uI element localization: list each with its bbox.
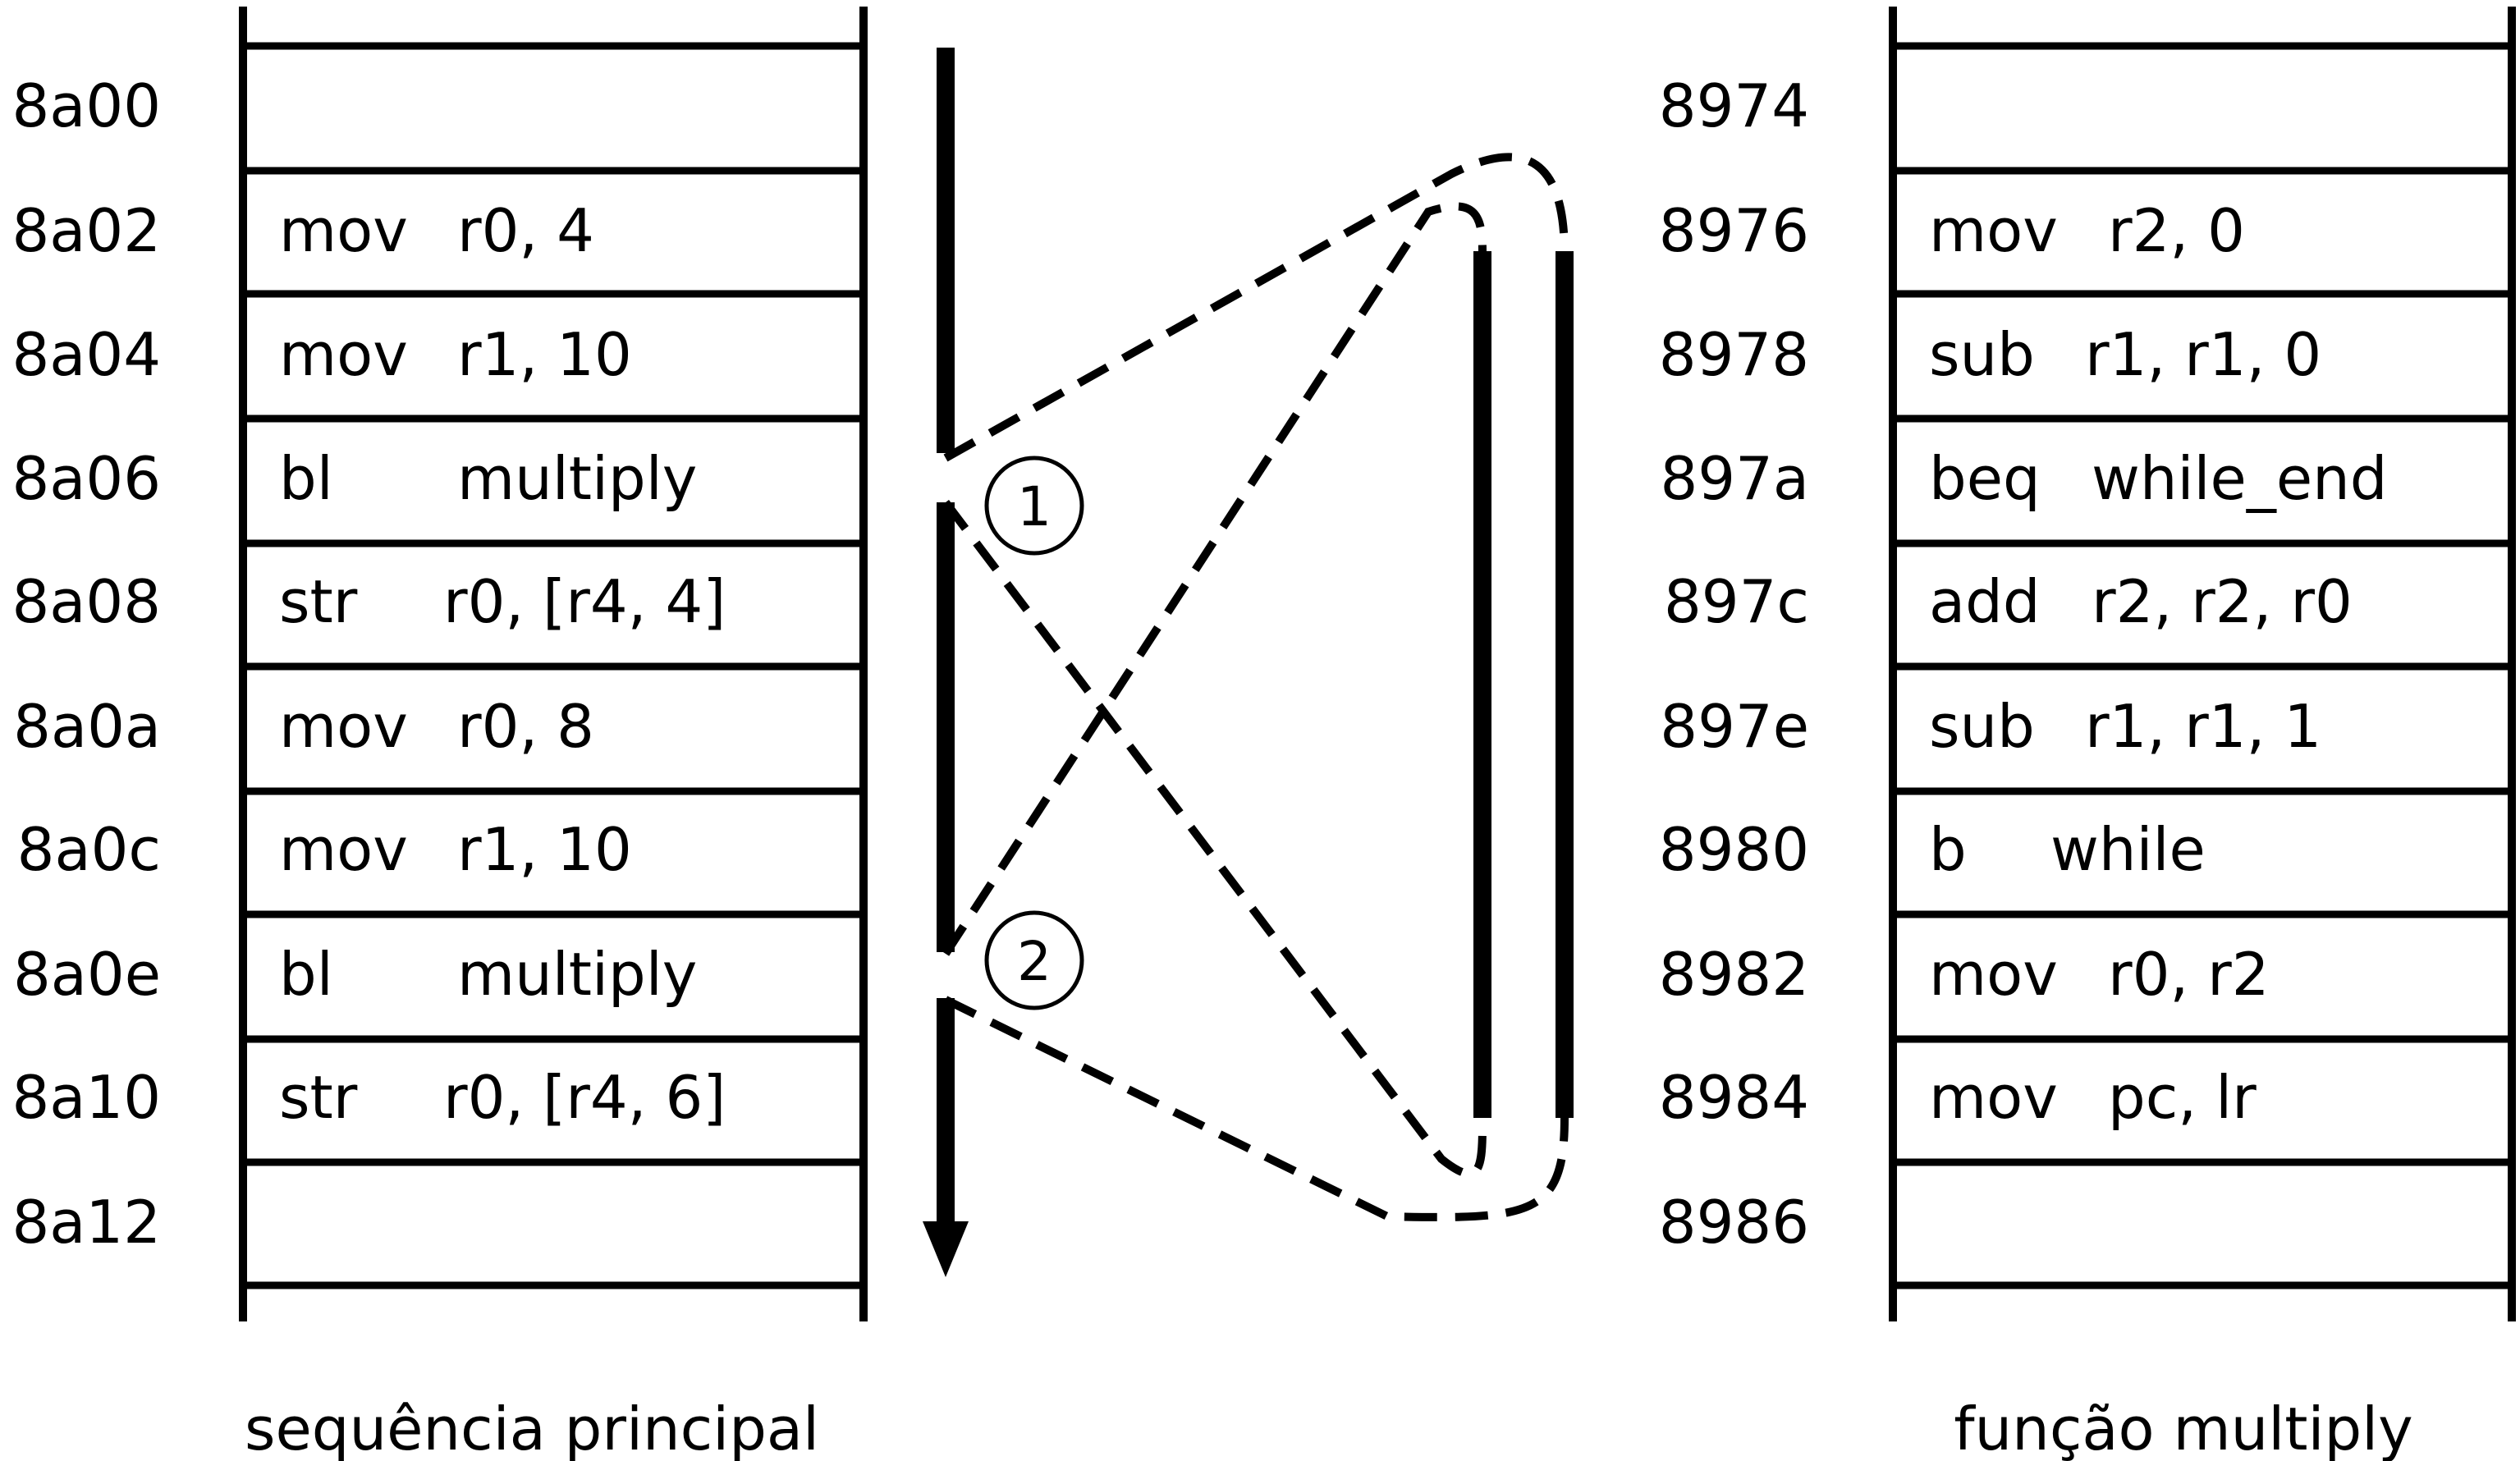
function-opcode: sub: [1929, 320, 2035, 389]
function-operands: r0, r2: [2108, 940, 2270, 1009]
function-address: 8982: [1659, 940, 1809, 1009]
function-operands: r2, r2, r0: [2092, 567, 2353, 636]
main-table-row: 8a00: [11, 71, 161, 140]
main-address: 8a10: [11, 1063, 161, 1132]
function-opcode: mov: [1929, 940, 2058, 1009]
call-marker-2: 2: [984, 910, 1084, 1010]
function-table: 8974 8976 mov r2, 0 8978 sub r1, r1, 0 8…: [1659, 7, 2516, 1461]
marker-label: 2: [1017, 930, 1052, 993]
function-address: 8984: [1659, 1063, 1809, 1132]
main-address: 8a08: [11, 567, 161, 636]
function-opcode: mov: [1929, 1063, 2058, 1132]
marker-circle: [984, 910, 1084, 1010]
main-operands: multiply: [457, 444, 697, 513]
function-operands: r1, r1, 1: [2085, 692, 2321, 761]
function-opcode: b: [1929, 815, 1967, 884]
function-table-row: 8976 mov r2, 0: [1659, 196, 2245, 265]
marker-label: 1: [1017, 475, 1052, 538]
call-2-branch-path: [942, 202, 1487, 956]
function-address: 8980: [1659, 815, 1809, 884]
main-opcode: bl: [279, 940, 333, 1009]
main-table-row: 8a0e bl multiply: [13, 940, 697, 1009]
main-operands: multiply: [457, 940, 697, 1009]
function-opcode: add: [1929, 567, 2041, 636]
main-address: 8a00: [11, 71, 161, 140]
main-table-row: 8a02 mov r0, 4: [11, 196, 594, 265]
main-opcode: str: [279, 567, 358, 636]
function-table-row: 897c add r2, r2, r0: [1664, 567, 2353, 636]
call-1-paths: [942, 153, 1569, 1178]
main-operands: r0, [r4, 6]: [443, 1063, 726, 1132]
call-marker-1: 1: [984, 456, 1084, 556]
main-table-row: 8a12: [11, 1188, 161, 1257]
main-flow-arrow: [923, 48, 969, 1277]
main-operands: r0, 4: [457, 196, 594, 265]
function-execution-bars: [1473, 251, 1574, 1118]
main-operands: r0, [r4, 4]: [443, 567, 726, 636]
main-opcode: mov: [279, 692, 408, 761]
main-address: 8a0e: [13, 940, 161, 1009]
function-operands: r1, r1, 0: [2085, 320, 2321, 389]
call-1-return-path: [942, 499, 1487, 1178]
main-opcode: mov: [279, 815, 408, 884]
function-opcode: beq: [1929, 444, 2041, 513]
function-table-row: 8974: [1659, 71, 1809, 140]
main-table-row: 8a04 mov r1, 10: [11, 320, 631, 389]
main-table-row: 8a06 bl multiply: [11, 444, 697, 513]
main-sequence-table: 8a00 8a02 mov r0, 4 8a04 mov r1, 10 8a06…: [11, 7, 868, 1461]
call-1-branch-path: [943, 153, 1569, 462]
main-table-row: 8a0a mov r0, 8: [13, 692, 594, 761]
function-opcode: sub: [1929, 692, 2035, 761]
call-2-return-path: [943, 996, 1569, 1221]
main-table-caption: sequência principal: [245, 1395, 819, 1461]
function-table-row: 8978 sub r1, r1, 0: [1659, 320, 2321, 389]
call-2-paths: [942, 202, 1569, 1221]
function-operands: while: [2050, 815, 2206, 884]
function-table-caption: função multiply: [1954, 1395, 2413, 1461]
function-address: 897c: [1664, 567, 1809, 636]
main-address: 8a0a: [13, 692, 161, 761]
main-address: 8a0c: [17, 815, 161, 884]
function-address: 8978: [1659, 320, 1809, 389]
function-address: 8976: [1659, 196, 1809, 265]
main-address: 8a02: [11, 196, 161, 265]
main-address: 8a06: [11, 444, 161, 513]
main-table-row-dividers: [243, 42, 864, 1289]
main-opcode: mov: [279, 196, 408, 265]
function-address: 8986: [1659, 1188, 1809, 1257]
down-arrowhead-icon: [923, 1221, 969, 1277]
function-operands: r2, 0: [2108, 196, 2245, 265]
function-table-row: 8984 mov pc, lr: [1659, 1063, 2257, 1132]
main-table-row: 8a08 str r0, [r4, 4]: [11, 567, 726, 636]
function-address: 897a: [1660, 444, 1809, 513]
main-operands: r1, 10: [457, 320, 632, 389]
main-address: 8a04: [11, 320, 161, 389]
main-opcode: mov: [279, 320, 408, 389]
function-table-row: 897a beq while_end: [1660, 444, 2387, 513]
function-address: 8974: [1659, 71, 1809, 140]
main-address: 8a12: [11, 1188, 161, 1257]
function-table-row: 897e sub r1, r1, 1: [1660, 692, 2321, 761]
function-table-row: 8986: [1659, 1188, 1809, 1257]
marker-circle: [984, 456, 1084, 556]
main-operands: r1, 10: [457, 815, 632, 884]
function-address: 897e: [1660, 692, 1809, 761]
function-table-row: 8982 mov r0, r2: [1659, 940, 2270, 1009]
function-operands: pc, lr: [2108, 1063, 2257, 1132]
function-table-row: 8980 b while: [1659, 815, 2206, 884]
function-opcode: mov: [1929, 196, 2058, 265]
main-operands: r0, 8: [457, 692, 594, 761]
main-opcode: bl: [279, 444, 333, 513]
main-opcode: str: [279, 1063, 358, 1132]
function-table-row-dividers: [1893, 42, 2512, 1289]
main-table-row: 8a10 str r0, [r4, 6]: [11, 1063, 726, 1132]
main-table-row: 8a0c mov r1, 10: [17, 815, 632, 884]
function-operands: while_end: [2092, 444, 2387, 513]
